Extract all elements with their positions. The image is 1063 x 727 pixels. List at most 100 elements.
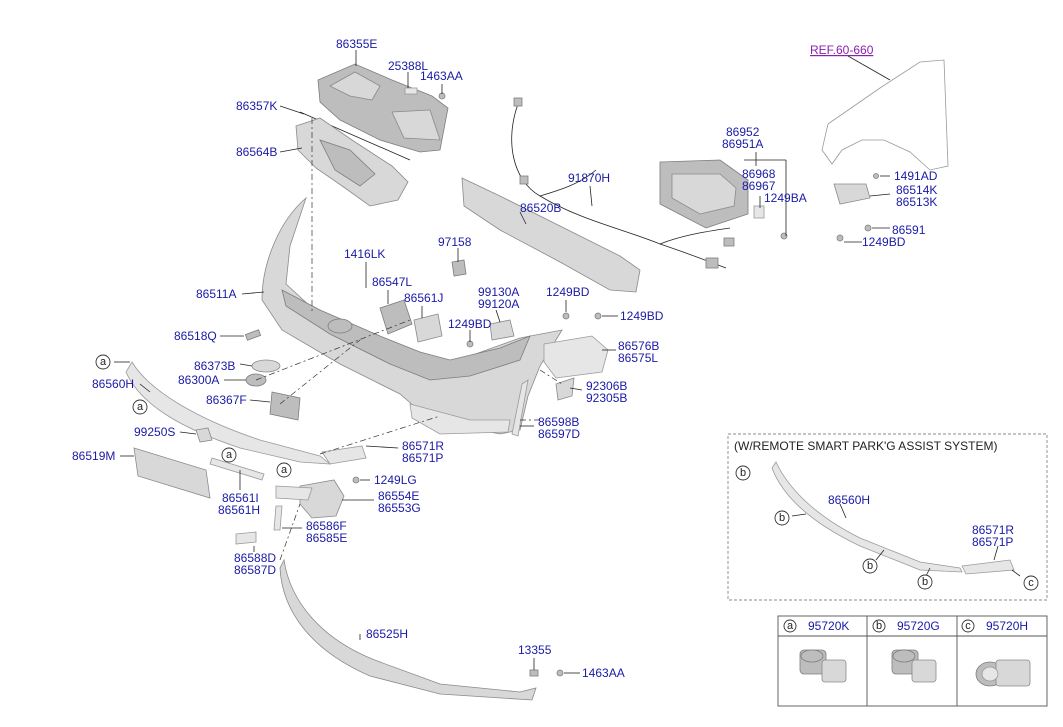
emblem-86300A-part xyxy=(245,373,267,387)
label-92306B: 92306B xyxy=(586,379,627,393)
svg-text:c: c xyxy=(1028,577,1034,589)
label-1249LG: 1249LG xyxy=(374,473,417,487)
garnish-end-86571R-part xyxy=(321,445,367,465)
label-86561I: 86561I xyxy=(222,491,259,505)
active-air-flap-part xyxy=(659,159,788,240)
table-row-c: c 95720H xyxy=(961,619,1031,687)
sensor-b-image xyxy=(891,649,937,683)
svg-text:a: a xyxy=(137,401,144,413)
label-86951A: 86951A xyxy=(722,137,763,151)
fender-reference-outline xyxy=(821,59,949,171)
label-86373B: 86373B xyxy=(194,359,235,373)
label-99120A: 99120A xyxy=(478,297,519,311)
svg-text:a: a xyxy=(100,356,107,368)
label-86597D: 86597D xyxy=(538,427,580,441)
label-91870H: 91870H xyxy=(568,171,610,185)
label-86598B: 86598B xyxy=(538,415,579,429)
reflector-lamp-part xyxy=(555,377,575,401)
clip-13355-part xyxy=(529,669,539,677)
table-key-c: c xyxy=(965,620,971,632)
svg-text:b: b xyxy=(922,576,928,588)
trim-86518Q-part xyxy=(244,329,262,341)
label-86547L: 86547L xyxy=(372,275,412,289)
table-row-b: b 95720G xyxy=(872,619,940,683)
callout-a-2: a xyxy=(132,399,148,415)
label-1249BA: 1249BA xyxy=(764,191,807,205)
screw-1463AA-part xyxy=(556,669,564,677)
inset-label-86560H: 86560H xyxy=(828,493,870,507)
label-86554E: 86554E xyxy=(378,489,419,503)
label-86518Q: 86518Q xyxy=(174,329,217,343)
air-guide-lower-part xyxy=(295,117,409,207)
callout-a-3: a xyxy=(221,447,237,463)
inset-title: (W/REMOTE SMART PARK'G ASSIST SYSTEM) xyxy=(734,439,997,453)
cover-86586F-part xyxy=(275,485,313,501)
license-bracket-part xyxy=(133,447,211,499)
label-25388L: 25388L xyxy=(388,59,428,73)
trim-86585E-part xyxy=(273,505,283,531)
label-1249BD-upper: 1249BD xyxy=(546,285,590,299)
inset-label-86571R: 86571R xyxy=(972,523,1014,537)
fender-bracket-part xyxy=(833,173,879,242)
sensor-a-image xyxy=(799,649,847,683)
table-key-b: b xyxy=(876,620,882,632)
label-13355: 13355 xyxy=(518,643,552,657)
table-row-a: a 95720K xyxy=(783,619,849,683)
label-86968: 86968 xyxy=(742,167,776,181)
label-1491AD: 1491AD xyxy=(894,169,938,183)
label-86585E: 86585E xyxy=(306,531,347,545)
bracket-86547L-part xyxy=(379,299,413,335)
bracket-99130A-part xyxy=(489,319,515,341)
clip-99250S-part xyxy=(195,427,213,443)
table-part-95720H: 95720H xyxy=(986,619,1028,633)
label-86355E: 86355E xyxy=(336,37,377,51)
callout-a-4: a xyxy=(276,462,292,478)
side-trim-part xyxy=(511,379,529,437)
label-86561H: 86561H xyxy=(218,503,260,517)
inset-callout-b-1: b xyxy=(735,465,751,481)
label-86588D: 86588D xyxy=(234,551,276,565)
label-86513K: 86513K xyxy=(896,195,937,209)
label-86587D: 86587D xyxy=(234,563,276,577)
inset-remote-smart-parking: (W/REMOTE SMART PARK'G ASSIST SYSTEM) 86… xyxy=(727,433,1048,601)
label-99130A: 99130A xyxy=(478,285,519,299)
label-86564B: 86564B xyxy=(236,145,277,159)
table-part-95720G: 95720G xyxy=(897,619,940,633)
energy-absorber-part xyxy=(461,177,641,293)
sensor-97158-part xyxy=(451,259,467,277)
sensor-table: a 95720K b 95720G c 95720H xyxy=(777,615,1048,707)
label-1463AA-lower: 1463AA xyxy=(582,666,625,680)
label-1249BD-center: 1249BD xyxy=(448,317,492,331)
wiring-harness-part xyxy=(511,97,735,269)
label-86560H: 86560H xyxy=(92,377,134,391)
svg-text:b: b xyxy=(779,512,785,524)
label-86561J: 86561J xyxy=(404,291,443,305)
table-key-a: a xyxy=(787,620,794,632)
emblem-86373B-part xyxy=(251,359,281,373)
strip-86561I-part xyxy=(209,457,265,481)
inset-callout-b-4: b xyxy=(917,574,933,590)
piece-86588D-part xyxy=(235,531,257,545)
bolt-1249BD-part xyxy=(594,312,602,320)
label-86967: 86967 xyxy=(742,179,776,193)
label-86520B: 86520B xyxy=(520,201,561,215)
svg-text:b: b xyxy=(867,560,873,572)
air-guide-upper-part xyxy=(317,63,449,153)
label-86571R: 86571R xyxy=(402,439,444,453)
label-86300A: 86300A xyxy=(178,373,219,387)
bolt-1249BD-part xyxy=(562,312,570,320)
inset-label-86571P: 86571P xyxy=(972,535,1013,549)
front-bumper-cover-part xyxy=(261,196,563,435)
inset-callout-b-3: b xyxy=(862,558,878,574)
label-92305B: 92305B xyxy=(586,391,627,405)
label-86575L: 86575L xyxy=(618,351,658,365)
svg-text:a: a xyxy=(281,464,288,476)
garnish-strip-part xyxy=(125,361,332,465)
label-1416LK: 1416LK xyxy=(344,247,385,261)
sensor-c-image xyxy=(975,659,1031,687)
label-ref-60-660[interactable]: REF.60-660 xyxy=(810,43,874,57)
label-86514K: 86514K xyxy=(896,183,937,197)
label-86952: 86952 xyxy=(726,125,760,139)
label-86525H: 86525H xyxy=(366,627,408,641)
